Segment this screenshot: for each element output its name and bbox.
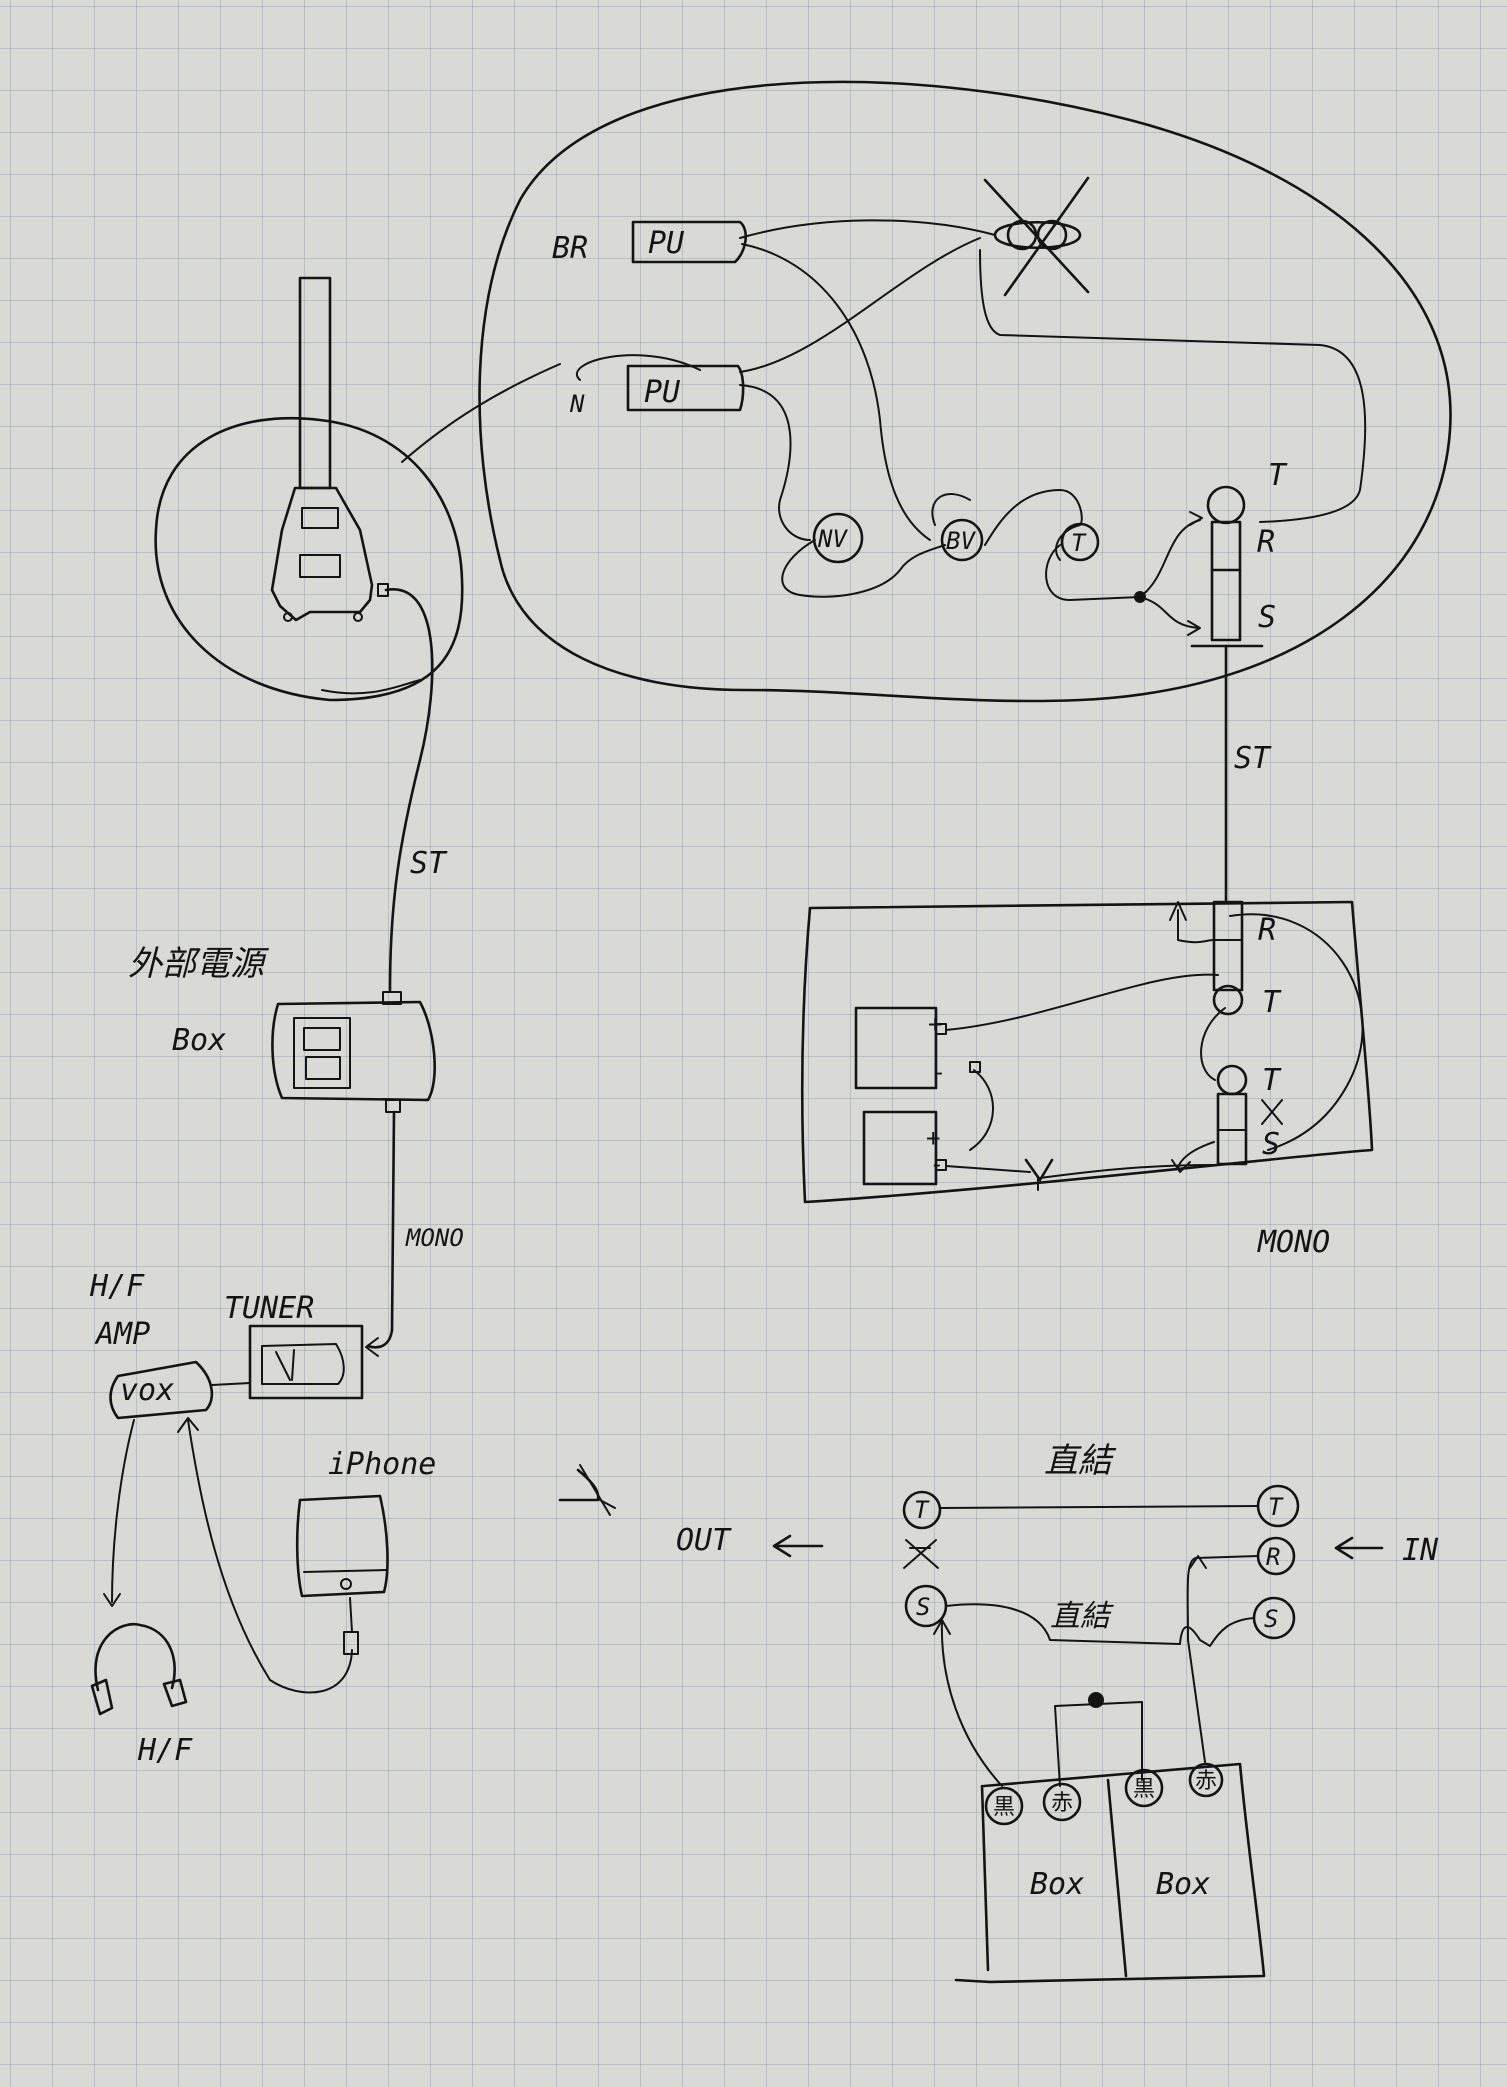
headphone-arrow [103, 1593, 121, 1607]
box-terminal-4-label: 赤 [1195, 1769, 1217, 1794]
box-terminal-1-label: 黒 [993, 1795, 1015, 1820]
power-box-output-jack [1216, 1064, 1248, 1166]
out-jack-tip-label: T [914, 1496, 930, 1524]
mono-cable-arrow [365, 1337, 379, 1357]
headphone-amp [109, 1360, 214, 1420]
in-jack-sleeve-label: S [1264, 1605, 1278, 1633]
guitar-circle [154, 416, 464, 702]
headphones-label: H/F [137, 1733, 193, 1768]
power-box-input-jack [1212, 900, 1244, 1016]
stereo-cable-left-label: ST [410, 846, 448, 881]
amp-iphone-cable [187, 1419, 353, 1694]
mono-cable-left [366, 1110, 396, 1349]
leader-line [401, 363, 561, 463]
power-box-wiring [945, 901, 1364, 1191]
jack-ring-label: R [1257, 525, 1275, 560]
mono-cable-left-label: MONO [405, 1224, 464, 1252]
direct-connect-mid-label: 直結 [1050, 1599, 1114, 1634]
in-label: IN [1402, 1533, 1439, 1568]
box-terminal-black-left [984, 1786, 1024, 1826]
iphone-label: iPhone [328, 1447, 436, 1482]
out-crossed-ring-b [903, 1539, 937, 1569]
guitar-silhouette [270, 276, 389, 622]
headphones [90, 1622, 188, 1716]
ground-symbol [558, 1464, 616, 1516]
box-terminal-black-right [1124, 1768, 1164, 1808]
tone-label: T [1071, 529, 1087, 557]
guitar-body-enclosure [478, 80, 1452, 703]
bridge-label: BR [552, 231, 588, 266]
amp-headphone-cable [111, 1419, 135, 1603]
power-box-large [800, 900, 1374, 1204]
direct-connect-top-label: 直結 [1044, 1441, 1117, 1481]
stereo-cable-top-label: ST [1234, 741, 1272, 776]
tone-pot [1060, 522, 1100, 562]
body-wiring [576, 219, 1367, 636]
power-jack-ring-label: R [1258, 913, 1276, 948]
amp-label-line2: AMP [94, 1317, 150, 1352]
cell-minus-bottom: - [930, 1150, 944, 1178]
neck-volume-label: NV [817, 525, 848, 553]
out-arrow [772, 1534, 824, 1558]
neck-volume-pot [812, 512, 864, 564]
cell-minus-top: - [932, 1058, 946, 1086]
bridge-volume-label: BV [946, 527, 976, 555]
power-jack-out-tip-label: T [1262, 1063, 1282, 1098]
external-power-title: 外部電源 [128, 944, 270, 984]
circle-tail [321, 679, 421, 695]
out-label: OUT [676, 1523, 732, 1558]
stereo-cable-left [384, 588, 434, 992]
power-jack-out-sleeve-label: S [1262, 1127, 1280, 1162]
box-terminal-3-label: 黒 [1133, 1777, 1155, 1802]
neck-label: N [569, 390, 585, 418]
crossed-out-switch [983, 176, 1090, 297]
amp-brand: vox [120, 1373, 174, 1408]
out-jack-tip [902, 1490, 942, 1530]
neck-pickup [626, 364, 745, 412]
iphone-arrow [177, 1417, 199, 1433]
in-arrow [1334, 1536, 1384, 1560]
box-left-label: Box [1030, 1867, 1084, 1902]
bridge-pickup-label: PU [648, 226, 685, 261]
jack-box-wiring [933, 1505, 1259, 1787]
power-jack-tip-label: T [1262, 985, 1282, 1020]
box-right-label: Box [1156, 1867, 1210, 1902]
tuner-label: TUNER [224, 1291, 314, 1326]
in-jack-tip-label: T [1268, 1493, 1284, 1521]
box-terminal-red-left [1042, 1782, 1082, 1822]
box-terminal-red-right [1188, 1762, 1224, 1798]
iphone-device [295, 1494, 389, 1655]
in-jack-ring-label: R [1266, 1543, 1280, 1571]
power-box-mono-label: MONO [1257, 1225, 1330, 1260]
out-jack-sleeve-label: S [916, 1593, 930, 1621]
jack-sleeve-label: S [1258, 600, 1276, 635]
battery-boxes [954, 1762, 1266, 1984]
crossed-ring-mark-b [1261, 1099, 1283, 1125]
power-box-label: Box [172, 1023, 226, 1058]
jack-tip-label: T [1268, 458, 1288, 493]
amp-tuner-cable [211, 1382, 251, 1386]
cell-plus-top: + [928, 1010, 942, 1038]
body-output-jack [1190, 485, 1264, 648]
bridge-volume-pot [940, 518, 984, 562]
out-crossed-ring-a [905, 1539, 939, 1569]
tuner-device [248, 1324, 364, 1400]
amp-label-line1: H/F [89, 1269, 145, 1304]
cell-plus-bottom: + [926, 1124, 940, 1152]
neck-pickup-label: PU [644, 375, 681, 410]
power-box-small [271, 991, 436, 1113]
box-terminal-2-label: 赤 [1051, 1791, 1073, 1816]
